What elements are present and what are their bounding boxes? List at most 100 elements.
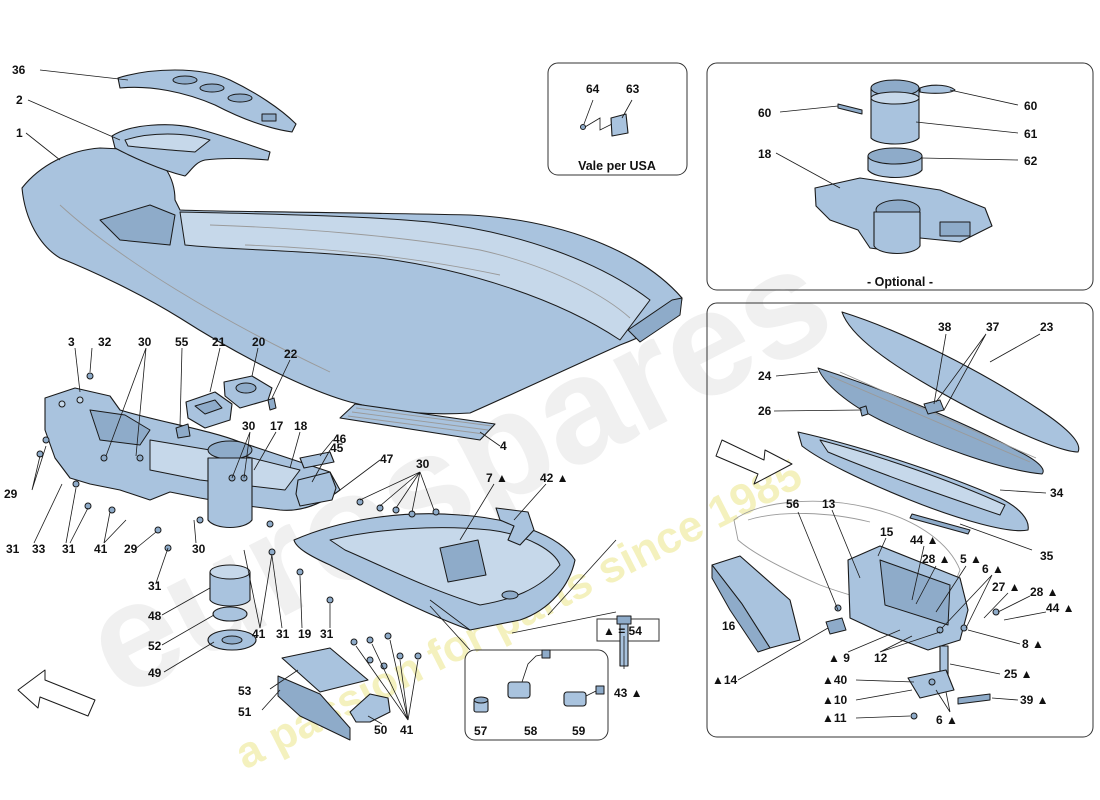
part-screw-11[interactable] bbox=[910, 712, 918, 720]
callout-18a: 18 bbox=[294, 419, 308, 433]
callout-41b: 41 bbox=[252, 627, 266, 641]
part-mesh-grille-4[interactable] bbox=[339, 403, 496, 441]
callout-54: ▲ = 54 bbox=[603, 624, 642, 638]
callout-38: 38 bbox=[938, 320, 952, 334]
callout-41a: 41 bbox=[94, 542, 108, 556]
callout-12: 12 bbox=[874, 651, 888, 665]
part-flap-51[interactable] bbox=[277, 675, 351, 741]
callout-56: 56 bbox=[786, 497, 800, 511]
optional-caption: - Optional - bbox=[867, 275, 933, 289]
part-flap-50[interactable] bbox=[349, 693, 391, 723]
part-clip-55[interactable] bbox=[175, 423, 191, 439]
callout-27: 27 ▲ bbox=[992, 580, 1021, 594]
part-flap-53[interactable] bbox=[281, 647, 369, 693]
part-clip-26[interactable] bbox=[859, 405, 869, 417]
part-socket-58[interactable] bbox=[507, 649, 551, 699]
callout-40: ▲40 bbox=[822, 673, 848, 687]
part-switch-21[interactable] bbox=[185, 391, 233, 429]
callout-42: 42 ▲ bbox=[540, 471, 569, 485]
usa-wire bbox=[584, 117, 613, 131]
callout-48: 48 bbox=[148, 609, 162, 623]
callout-3: 3 bbox=[68, 335, 75, 349]
callout-31b: 31 bbox=[62, 542, 76, 556]
callout-19: 19 bbox=[298, 627, 312, 641]
callout-17: 17 bbox=[270, 419, 284, 433]
part-rod-35[interactable] bbox=[909, 513, 971, 535]
part-bracket-42[interactable] bbox=[495, 507, 535, 546]
part-bolt-39[interactable] bbox=[957, 693, 991, 705]
part-ring-62[interactable] bbox=[867, 147, 923, 178]
part-cup-61[interactable] bbox=[870, 79, 920, 145]
callout-16: 16 bbox=[722, 619, 736, 633]
callout-60a: 60 bbox=[758, 106, 772, 120]
callout-37: 37 bbox=[986, 320, 1000, 334]
callout-44a: 44 ▲ bbox=[910, 533, 939, 547]
leader-lines bbox=[25, 69, 1047, 725]
electrical-frame bbox=[464, 649, 609, 741]
part-storage-tray[interactable] bbox=[293, 513, 576, 631]
callout-28a: 28 ▲ bbox=[922, 552, 951, 566]
callout-51: 51 bbox=[238, 705, 252, 719]
part-bracket-46[interactable] bbox=[299, 451, 335, 469]
callout-21: 21 bbox=[212, 335, 226, 349]
part-pad-52[interactable] bbox=[212, 606, 248, 622]
callout-30a: 30 bbox=[138, 335, 152, 349]
part-clip-22[interactable] bbox=[267, 397, 277, 411]
part-latch-14[interactable] bbox=[825, 617, 847, 635]
part-usa-64[interactable] bbox=[580, 124, 586, 130]
callout-14: ▲14 bbox=[712, 673, 738, 687]
callout-50: 50 bbox=[374, 723, 388, 737]
callout-7: 7 ▲ bbox=[486, 471, 508, 485]
callout-30c: 30 bbox=[416, 457, 430, 471]
callout-52: 52 bbox=[148, 639, 162, 653]
callout-13: 13 bbox=[822, 497, 836, 511]
callout-26: 26 bbox=[758, 404, 772, 418]
callout-39: 39 ▲ bbox=[1020, 693, 1049, 707]
callout-61: 61 bbox=[1024, 127, 1038, 141]
part-center-tunnel-cover[interactable] bbox=[21, 147, 683, 415]
callout-33: 33 bbox=[32, 542, 46, 556]
part-top-trim-2[interactable] bbox=[111, 124, 271, 177]
callout-53: 53 bbox=[238, 684, 252, 698]
part-box-15[interactable] bbox=[847, 545, 969, 651]
callout-46: 46 bbox=[333, 432, 347, 446]
part-usa-label-63[interactable] bbox=[610, 113, 629, 137]
callout-28b: 28 ▲ bbox=[1030, 585, 1059, 599]
part-panel-16[interactable] bbox=[711, 555, 801, 653]
detail-frame bbox=[706, 302, 1094, 738]
optional-frame bbox=[706, 62, 1094, 291]
part-cup-holder-18[interactable] bbox=[814, 177, 993, 255]
part-lid-23[interactable] bbox=[841, 311, 1080, 453]
callout-59: 59 bbox=[572, 724, 586, 738]
part-lid-frame-34[interactable] bbox=[797, 431, 1029, 532]
callout-41c: 41 bbox=[400, 723, 414, 737]
callout-45: 45 bbox=[330, 441, 344, 455]
callout-64: 64 bbox=[586, 82, 600, 96]
part-hinge-25[interactable] bbox=[907, 645, 955, 699]
callout-36: 36 bbox=[12, 63, 26, 77]
usa-frame bbox=[547, 62, 688, 176]
part-top-trim-36[interactable] bbox=[117, 69, 297, 133]
part-lower-frame-3[interactable] bbox=[44, 387, 341, 529]
part-optional-60a[interactable] bbox=[837, 103, 863, 115]
callout-9: ▲ 9 bbox=[828, 651, 850, 665]
callout-62: 62 bbox=[1024, 154, 1038, 168]
part-ring-49[interactable] bbox=[207, 629, 257, 651]
callout-15: 15 bbox=[880, 525, 894, 539]
direction-arrow-left bbox=[17, 669, 96, 717]
callout-55: 55 bbox=[175, 335, 189, 349]
callout-49: 49 bbox=[148, 666, 162, 680]
part-socket-57[interactable] bbox=[473, 696, 489, 713]
callout-44b: 44 ▲ bbox=[1046, 601, 1075, 615]
part-bracket-45[interactable] bbox=[295, 471, 337, 507]
part-socket-59[interactable] bbox=[563, 685, 605, 707]
callout-57: 57 bbox=[474, 724, 488, 738]
part-cup-48[interactable] bbox=[209, 564, 251, 607]
callout-35: 35 bbox=[1040, 549, 1054, 563]
callout-31a: 31 bbox=[6, 542, 20, 556]
callout-6b: 6 ▲ bbox=[936, 713, 958, 727]
callout-10: ▲10 bbox=[822, 693, 848, 707]
callout-labels: 1 2 36 3 32 30 55 21 20 22 30 17 18 46 4… bbox=[4, 63, 1075, 738]
part-optional-60b[interactable] bbox=[919, 84, 956, 94]
